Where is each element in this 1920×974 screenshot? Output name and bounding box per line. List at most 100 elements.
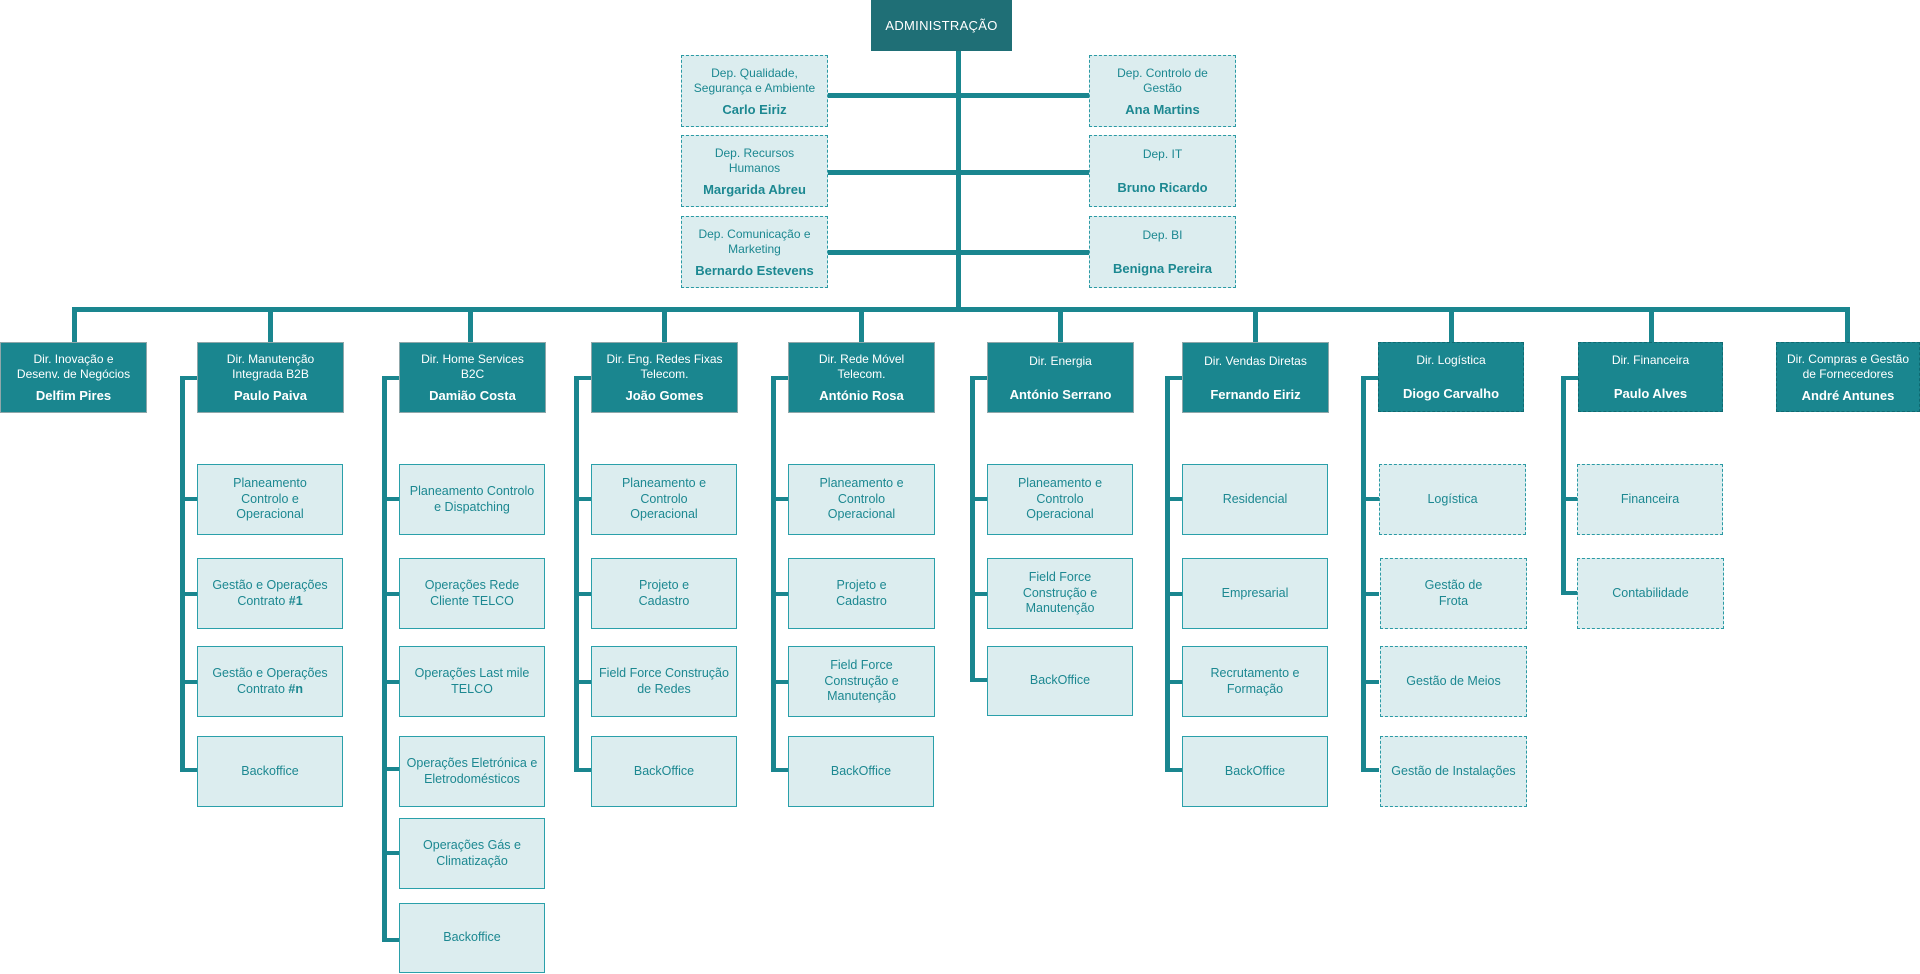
unit-box[interactable]: Backoffice [197, 736, 343, 807]
unit-box[interactable]: Gestão de Meios [1380, 646, 1527, 717]
staff-dept-communication[interactable]: Dep. Comunicação e Marketing Bernardo Es… [681, 216, 828, 288]
tick [771, 497, 789, 501]
directorate-head: Diogo Carvalho [1402, 386, 1500, 401]
directorate-mobile-network[interactable]: Dir. Rede Móvel Telecom. António Rosa [788, 342, 935, 413]
unit-box[interactable]: Operações Rede Cliente TELCO [399, 558, 545, 629]
unit-label: Residencial [1222, 491, 1288, 506]
drop-6 [1058, 307, 1063, 343]
staff-dept-bi[interactable]: Dep. BI Benigna Pereira [1089, 216, 1236, 288]
staff-dept-hr[interactable]: Dep. Recursos Humanos Margarida Abreu [681, 135, 828, 207]
tick [970, 592, 988, 596]
unit-box[interactable]: BackOffice [987, 646, 1133, 716]
unit-label: Gestão de Frota [1424, 578, 1483, 608]
directorate-b2b-maintenance[interactable]: Dir. Manutenção Integrada B2B Paulo Paiv… [197, 342, 344, 413]
directorate-procurement[interactable]: Dir. Compras e Gestão de Fornecedores An… [1776, 342, 1920, 412]
staff-dept-quality[interactable]: Dep. Qualidade, Segurança e Ambiente Car… [681, 55, 828, 127]
drop-4 [662, 307, 667, 343]
directorate-head: André Antunes [1801, 387, 1895, 403]
tick [574, 768, 592, 772]
drop-3 [468, 307, 473, 343]
directorate-title: Dir. Home Services B2C [421, 352, 524, 381]
unit-box[interactable]: Planeamento Controlo e Dispatching [399, 464, 545, 535]
tick [1561, 591, 1579, 595]
tick [382, 497, 400, 501]
drop-10 [1845, 307, 1850, 343]
staff-dept-title: Dep. IT [1142, 147, 1183, 161]
unit-box[interactable]: Projeto e Cadastro [788, 558, 935, 629]
drop-7 [1253, 307, 1258, 343]
tick [1361, 768, 1379, 772]
unit-box[interactable]: Projeto e Cadastro [591, 558, 737, 629]
unit-box[interactable]: Operações Eletrónica e Eletrodomésticos [399, 736, 545, 807]
directorate-energy[interactable]: Dir. Energia António Serrano [987, 342, 1134, 413]
unit-box[interactable]: Planeamento e Controlo Operacional [987, 464, 1133, 535]
unit-label: Financeira [1620, 491, 1680, 506]
unit-box[interactable]: Gestão e Operações Contrato #1 [197, 558, 343, 629]
tick [970, 497, 988, 501]
unit-box[interactable]: Recrutamento e Formação [1182, 646, 1328, 717]
unit-box[interactable]: Contabilidade [1577, 558, 1724, 629]
directorate-home-services[interactable]: Dir. Home Services B2C Damião Costa [399, 342, 546, 413]
unit-box[interactable]: Empresarial [1182, 558, 1328, 629]
administration-box[interactable]: ADMINISTRAÇÃO [871, 0, 1012, 51]
directorate-head: António Serrano [1009, 386, 1112, 402]
spine-6 [970, 376, 988, 380]
unit-box[interactable]: Planeamento e Controlo Operacional [788, 464, 935, 535]
directorate-title: Dir. Logística [1416, 353, 1486, 367]
unit-label: Gestão de Instalações [1391, 763, 1516, 778]
directorate-fixed-networks[interactable]: Dir. Eng. Redes Fixas Telecom. João Gome… [591, 342, 738, 413]
directorate-title: Dir. Vendas Diretas [1204, 353, 1307, 368]
unit-box[interactable]: Field Force Construção e Manutenção [987, 558, 1133, 629]
directorate-finance[interactable]: Dir. Financeira Paulo Alves [1578, 342, 1723, 412]
unit-box[interactable]: Planeamento Controlo e Operacional [197, 464, 343, 535]
unit-box[interactable]: Gestão de Frota [1380, 558, 1527, 629]
staff-dept-management-control[interactable]: Dep. Controlo de Gestão Ana Martins [1089, 55, 1236, 127]
directorate-innovation[interactable]: Dir. Inovação e Desenv. de Negócios Delf… [0, 342, 147, 413]
tick [574, 680, 592, 684]
unit-box[interactable]: Gestão de Instalações [1380, 736, 1527, 807]
directorate-title: Dir. Rede Móvel Telecom. [818, 352, 905, 381]
directorate-head: Damião Costa [429, 388, 516, 403]
unit-box[interactable]: Logística [1379, 464, 1526, 535]
staff-connector-1 [826, 93, 1092, 98]
unit-label: Projeto e Cadastro [836, 578, 887, 608]
contract-number: #n [288, 681, 303, 696]
spine-8v [1361, 376, 1366, 772]
directorate-head: Paulo Paiva [234, 388, 307, 403]
directorate-head: Paulo Alves [1613, 386, 1688, 401]
unit-box[interactable]: Backoffice [399, 903, 545, 973]
unit-box[interactable]: Operações Gás e Climatização [399, 818, 545, 889]
unit-box[interactable]: Operações Last mile TELCO [399, 646, 545, 717]
directorate-logistics[interactable]: Dir. Logística Diogo Carvalho [1378, 342, 1524, 412]
spine-4 [574, 376, 592, 380]
directorate-head: Fernando Eiriz [1210, 386, 1301, 402]
tick [382, 938, 400, 942]
unit-label: Planeamento e Controlo Operacional [1017, 476, 1103, 522]
unit-box[interactable]: Gestão e Operações Contrato #n [197, 646, 343, 717]
staff-connector-2 [826, 170, 1092, 175]
unit-label: BackOffice [1224, 763, 1286, 778]
unit-label: BackOffice [830, 763, 892, 778]
unit-box[interactable]: Financeira [1577, 464, 1723, 535]
spine-2 [180, 376, 198, 380]
unit-box[interactable]: Planeamento e Controlo Operacional [591, 464, 737, 535]
tick [1165, 592, 1183, 596]
drop-9 [1649, 307, 1654, 343]
unit-box[interactable]: BackOffice [1182, 736, 1328, 807]
unit-box[interactable]: Residencial [1182, 464, 1328, 535]
unit-box[interactable]: BackOffice [788, 736, 934, 807]
unit-box[interactable]: BackOffice [591, 736, 737, 807]
unit-label: Operações Rede Cliente TELCO [424, 578, 520, 608]
unit-label: Operações Gás e Climatização [423, 838, 521, 868]
tick [1361, 680, 1379, 684]
staff-dept-it[interactable]: Dep. IT Bruno Ricardo [1089, 135, 1236, 207]
tick [1165, 768, 1183, 772]
unit-label: Backoffice [241, 763, 299, 778]
directorate-head: João Gomes [625, 388, 704, 403]
directorate-title: Dir. Energia [1029, 353, 1092, 368]
directorate-title: Dir. Eng. Redes Fixas Telecom. [606, 352, 723, 381]
unit-box[interactable]: Field Force Construção de Redes [591, 646, 737, 717]
unit-box[interactable]: Field Force Construção e Manutenção [788, 646, 935, 717]
directorate-direct-sales[interactable]: Dir. Vendas Diretas Fernando Eiriz [1182, 342, 1329, 413]
tick [382, 851, 400, 855]
